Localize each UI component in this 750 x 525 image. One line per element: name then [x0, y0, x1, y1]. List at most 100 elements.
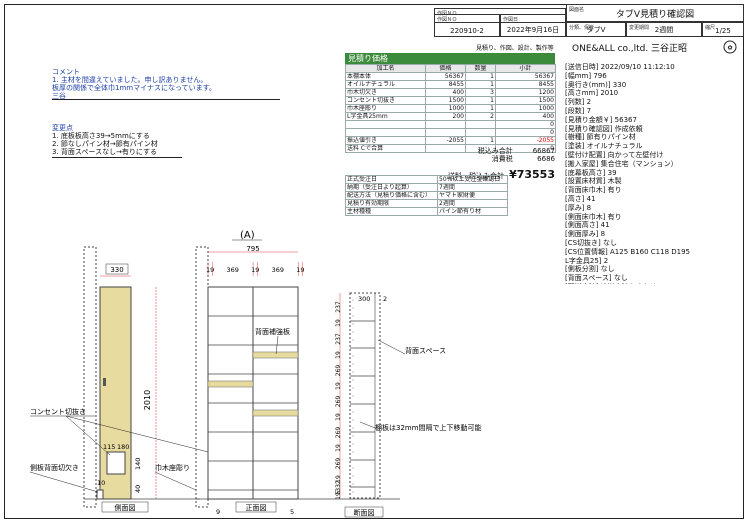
base-dim-5: 5	[290, 508, 294, 516]
changes-line: 2. 節なしパイン材→節有パイン材	[52, 140, 158, 148]
leader-line	[154, 471, 197, 491]
category-value: タブV	[586, 26, 606, 34]
side-wall	[83, 246, 97, 508]
comment-line: 三谷	[52, 92, 66, 100]
order-info-cell: パイン節有り材	[437, 207, 508, 216]
lead-time-value: 2週間	[654, 26, 674, 34]
changes-line: 3. 背面スペースなし→有りにする	[52, 148, 157, 156]
outlet-cutout-note: コンセント切抜き	[30, 407, 86, 416]
drawing-frame	[4, 4, 744, 519]
spec-item: [段数] 7	[565, 106, 592, 115]
tax-in-total-value: 66867	[532, 147, 555, 155]
side-caption: 側面図	[115, 503, 136, 512]
front-col-dim: 19	[296, 266, 304, 274]
shelf-dim: 269	[335, 458, 342, 470]
spec-item: [壁付け配置] 向かって左壁付け	[565, 150, 664, 159]
side-dim-140: 140	[134, 458, 142, 470]
drawing-name-label: 図面名	[569, 7, 585, 13]
front-caption: 正面図	[246, 504, 267, 512]
spec-item: [見積り金額￥] 56367	[565, 115, 637, 124]
spec-item: [塗装] オイルナチュラル	[565, 142, 643, 151]
side-hole	[103, 378, 106, 386]
shelf-dim: 19	[335, 413, 342, 421]
shelf-dim: 19	[335, 351, 342, 359]
leader-line	[359, 421, 376, 429]
leader-line	[29, 471, 99, 493]
shelf-dim: 269	[335, 396, 342, 408]
spec-item: [設置床材質] 木製	[565, 177, 622, 186]
grand-total-value: ¥73553	[509, 168, 555, 181]
back-reinforcement-board	[252, 409, 299, 417]
created-date-value: 2022年9月16日	[506, 26, 560, 34]
shelf-dim: 19	[335, 475, 342, 483]
back-reinforcement-board	[207, 380, 254, 388]
outlet-cutout	[106, 451, 126, 475]
order-no-cell: 作図ＮＯ 220910-2	[434, 14, 500, 37]
spec-item: [送信日時] 2022/09/10 11:12:10	[565, 63, 675, 71]
back-reinforcement-note: 背面補強板	[255, 327, 290, 336]
order-no-label: 作図ＮＯ	[437, 17, 458, 23]
spec-item: [高さmm] 2010	[565, 89, 619, 98]
side-dim-115: 115	[103, 443, 115, 451]
tax-label: 消費税	[491, 155, 513, 163]
section-caption-box	[344, 506, 384, 518]
front-shelves	[208, 315, 298, 491]
drawing-name-cell: 図面名 タブV見積り確認図	[566, 4, 744, 22]
scale-value: 1/25	[715, 27, 731, 35]
spec-item: [側面高さ] 41	[565, 221, 610, 230]
back-space-note: 背面スペース	[405, 346, 446, 355]
shelf-dim: 269	[335, 427, 342, 439]
spec-item: [側面床巾木] 有り	[565, 212, 622, 221]
spec-item: [見積り確認図] 作成依頼	[565, 124, 643, 133]
section-depth-dim: 300	[358, 295, 370, 303]
spec-item: [幅mm] 796	[565, 71, 607, 80]
spec-item: [背面スペース] なし	[565, 274, 628, 283]
shelf-dim: 19	[335, 319, 342, 327]
scale-label: 縮尺	[705, 25, 716, 31]
section-shelves	[350, 299, 375, 493]
scale-cell: 縮尺 1/25	[702, 22, 744, 37]
section-frame	[349, 292, 381, 499]
leader-line	[65, 415, 221, 456]
side-dim-40: 40	[134, 485, 142, 493]
side-back-notch	[96, 489, 104, 500]
company-name: ONE&ALL co.,ltd. 三谷正昭	[572, 44, 688, 54]
front-col-dim: 369	[272, 266, 284, 274]
spec-item: [背面床巾木] 有り	[565, 186, 622, 195]
svg-text:✿: ✿	[727, 45, 732, 52]
side-caption-box	[101, 501, 149, 513]
company-logo: ✿	[722, 39, 738, 58]
shelf-dim: 237	[335, 333, 342, 345]
leader-line	[65, 415, 111, 456]
created-date-cell: 作図日 2022年9月16日	[500, 14, 566, 37]
spec-item: [CS位置情報] A125 B160 C118 D195	[565, 247, 691, 256]
spec-list: [送信日時] 2022/09/10 11:12:10[幅mm] 796[奥行き(…	[565, 63, 743, 284]
side-view: 330 2010 115 180 10 40 140 側面図	[83, 246, 200, 513]
shelf-dim: 237	[335, 301, 342, 313]
spec-item: [搬入家屋] 集合住宅（マンション）	[565, 159, 678, 168]
shelf-dim: 332	[335, 480, 342, 492]
lead-time-cell: 変更期間 2週間	[626, 22, 702, 37]
side-dim-180: 180	[117, 443, 129, 451]
front-col-dim: 369	[226, 266, 238, 274]
shelf-dim: 5	[335, 490, 342, 494]
tax-in-total-row: 税込み合計 66867	[465, 147, 555, 155]
spec-item: [列数] 2	[565, 98, 592, 107]
front-caption-box	[235, 501, 277, 513]
section-caption: 断面図	[354, 508, 375, 517]
section-gap-dim: 2	[383, 295, 387, 303]
baseboard-groove-note: 巾木座彫り	[155, 463, 190, 472]
created-date-label: 作図日	[503, 17, 519, 23]
spec-item: [樹種] 節有りパイン材	[565, 133, 636, 142]
changes-box: 変更点 1. 底板板高さ39→5mmにする 2. 節なしパイン材→節有パイン材 …	[52, 124, 182, 158]
lead-time-label: 変更期間	[629, 25, 650, 31]
estimate-heading: 見積り価格	[345, 53, 555, 64]
order-info-row: 主材種種パイン節有り材	[345, 207, 556, 216]
spec-item: [奥行き(mm)] 330	[565, 80, 627, 89]
